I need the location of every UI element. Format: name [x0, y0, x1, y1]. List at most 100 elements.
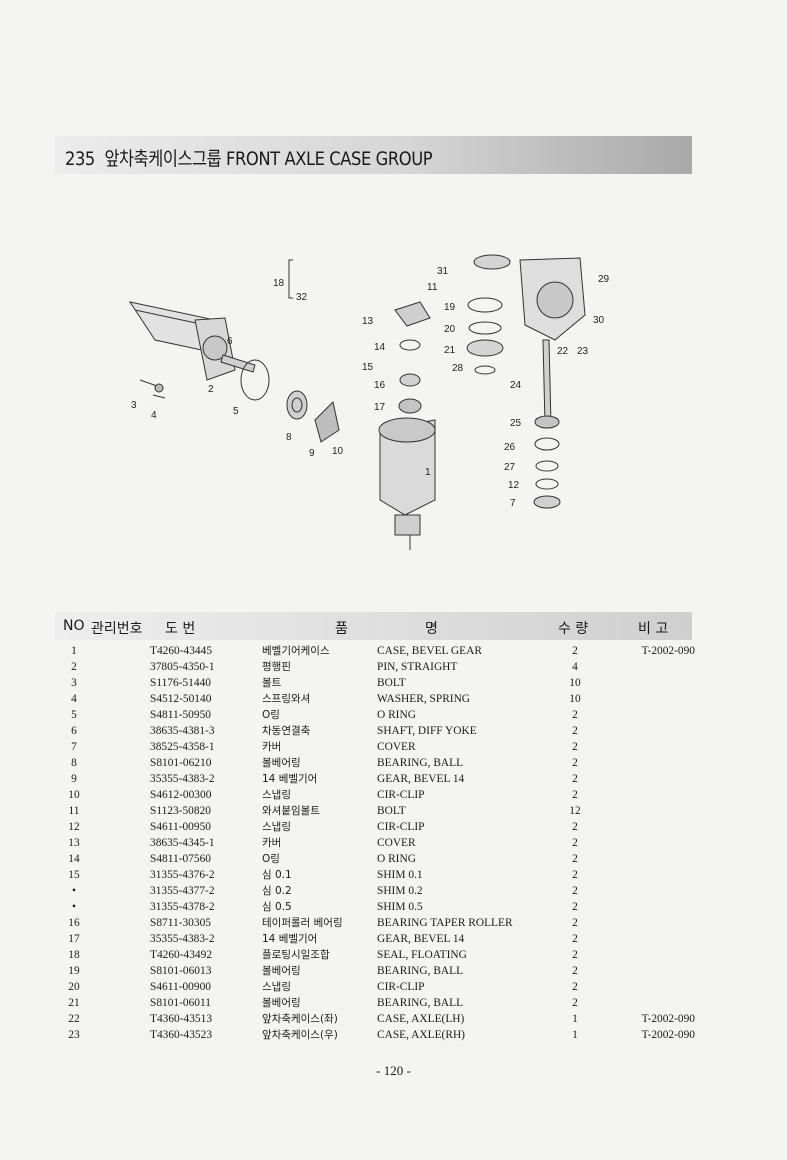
header-mgmt-no: 관리번호 [91, 621, 143, 637]
row-english-name: O RING [377, 853, 416, 865]
row-english-name: BEARING, BALL [377, 757, 464, 769]
header-name-right: 명 [425, 621, 438, 637]
row-qty: 2 [572, 789, 578, 801]
row-english-name: SHIM 0.1 [377, 869, 423, 881]
row-qty: 2 [572, 949, 578, 961]
row-qty: 2 [572, 741, 578, 753]
row-qty: 4 [572, 661, 578, 673]
row-qty: 2 [572, 981, 578, 993]
row-no: 6 [71, 725, 77, 737]
row-korean-name: 평행핀 [262, 661, 291, 673]
callout-32: 32 [296, 292, 308, 303]
callout-18: 18 [273, 278, 285, 289]
row-qty: 2 [572, 885, 578, 897]
row-korean-name: 14 베벨기어 [262, 773, 318, 785]
row-part-number: S8101-06011 [150, 997, 211, 1009]
row-korean-name: 테이퍼롤러 베어링 [262, 917, 343, 929]
header-no: NO [63, 618, 85, 634]
callout-13: 13 [362, 316, 374, 327]
callout-4: 4 [151, 410, 157, 421]
row-korean-name: 스냅링 [262, 821, 291, 833]
callout-29: 29 [598, 274, 610, 285]
row-part-number: T4360-43513 [150, 1013, 213, 1025]
row-korean-name: 볼베어링 [262, 965, 301, 977]
row-qty: 2 [572, 997, 578, 1009]
row-english-name: CASE, AXLE(LH) [377, 1013, 465, 1025]
row-no: 16 [68, 917, 80, 929]
row-no: 23 [68, 1029, 80, 1041]
row-part-number: 38525-4358-1 [150, 741, 215, 753]
callout-1: 1 [425, 467, 431, 478]
row-qty: 2 [572, 773, 578, 785]
row-qty: 10 [569, 693, 581, 705]
table-header: NO 관리번호 도 번 품 명 수 량 비 고 [55, 612, 692, 640]
callout-7: 7 [510, 498, 516, 509]
row-qty: 2 [572, 933, 578, 945]
callout-10: 10 [332, 446, 344, 457]
callout-25: 25 [510, 418, 522, 429]
row-part-number: T4260-43492 [150, 949, 213, 961]
row-qty: 2 [572, 965, 578, 977]
callout-6: 6 [227, 336, 233, 347]
row-part-number: T4360-43523 [150, 1029, 213, 1041]
row-no: 17 [68, 933, 80, 945]
exploded-parts-diagram: 1 2 3 4 5 6 8 9 10 11 12 7 13 14 15 16 1… [128, 254, 610, 550]
row-english-name: PIN, STRAIGHT [377, 661, 458, 673]
callout-31: 31 [437, 266, 449, 277]
row-part-number: 35355-4383-2 [150, 933, 215, 945]
row-part-number: S4611-00900 [150, 981, 211, 993]
callout-11: 11 [427, 282, 438, 293]
callout-15: 15 [362, 362, 374, 373]
row-korean-name: 플로팅시일조합 [262, 949, 330, 961]
row-no: • [72, 901, 76, 913]
section-name: 앞차축케이스그룹 FRONT AXLE CASE GROUP [104, 148, 433, 170]
row-qty: 2 [572, 901, 578, 913]
row-english-name: GEAR, BEVEL 14 [377, 773, 465, 785]
callout-5: 5 [233, 406, 239, 417]
row-qty: 2 [572, 757, 578, 769]
row-korean-name: 심 0.2 [262, 885, 292, 897]
row-no: 11 [68, 805, 80, 817]
callout-3: 3 [131, 400, 137, 411]
row-korean-name: 와셔붙임볼트 [262, 805, 320, 817]
row-no: 19 [68, 965, 80, 977]
section-title: 235 앞차축케이스그룹 FRONT AXLE CASE GROUP [65, 144, 433, 171]
row-no: 8 [71, 757, 77, 769]
row-part-number: S4512-50140 [150, 693, 212, 705]
row-no: 22 [68, 1013, 80, 1025]
row-remarks: T-2002-090 [641, 1029, 695, 1041]
row-qty: 1 [572, 1013, 578, 1025]
row-qty: 2 [572, 725, 578, 737]
row-qty: 10 [569, 677, 581, 689]
row-part-number: S1176-51440 [150, 677, 211, 689]
row-part-number: S8101-06013 [150, 965, 212, 977]
callout-12: 12 [508, 480, 520, 491]
row-english-name: CIR-CLIP [377, 789, 425, 801]
row-korean-name: 볼베어링 [262, 757, 301, 769]
row-qty: 2 [572, 917, 578, 929]
row-no: 18 [68, 949, 80, 961]
callout-23: 23 [577, 346, 589, 357]
row-part-number: 31355-4377-2 [150, 885, 215, 897]
callout-20: 20 [444, 324, 456, 335]
row-no: 20 [68, 981, 80, 993]
callout-27: 27 [504, 462, 516, 473]
row-no: 1 [71, 645, 77, 657]
row-no: 15 [68, 869, 80, 881]
header-qty: 수 량 [558, 621, 589, 637]
row-no: 12 [68, 821, 80, 833]
